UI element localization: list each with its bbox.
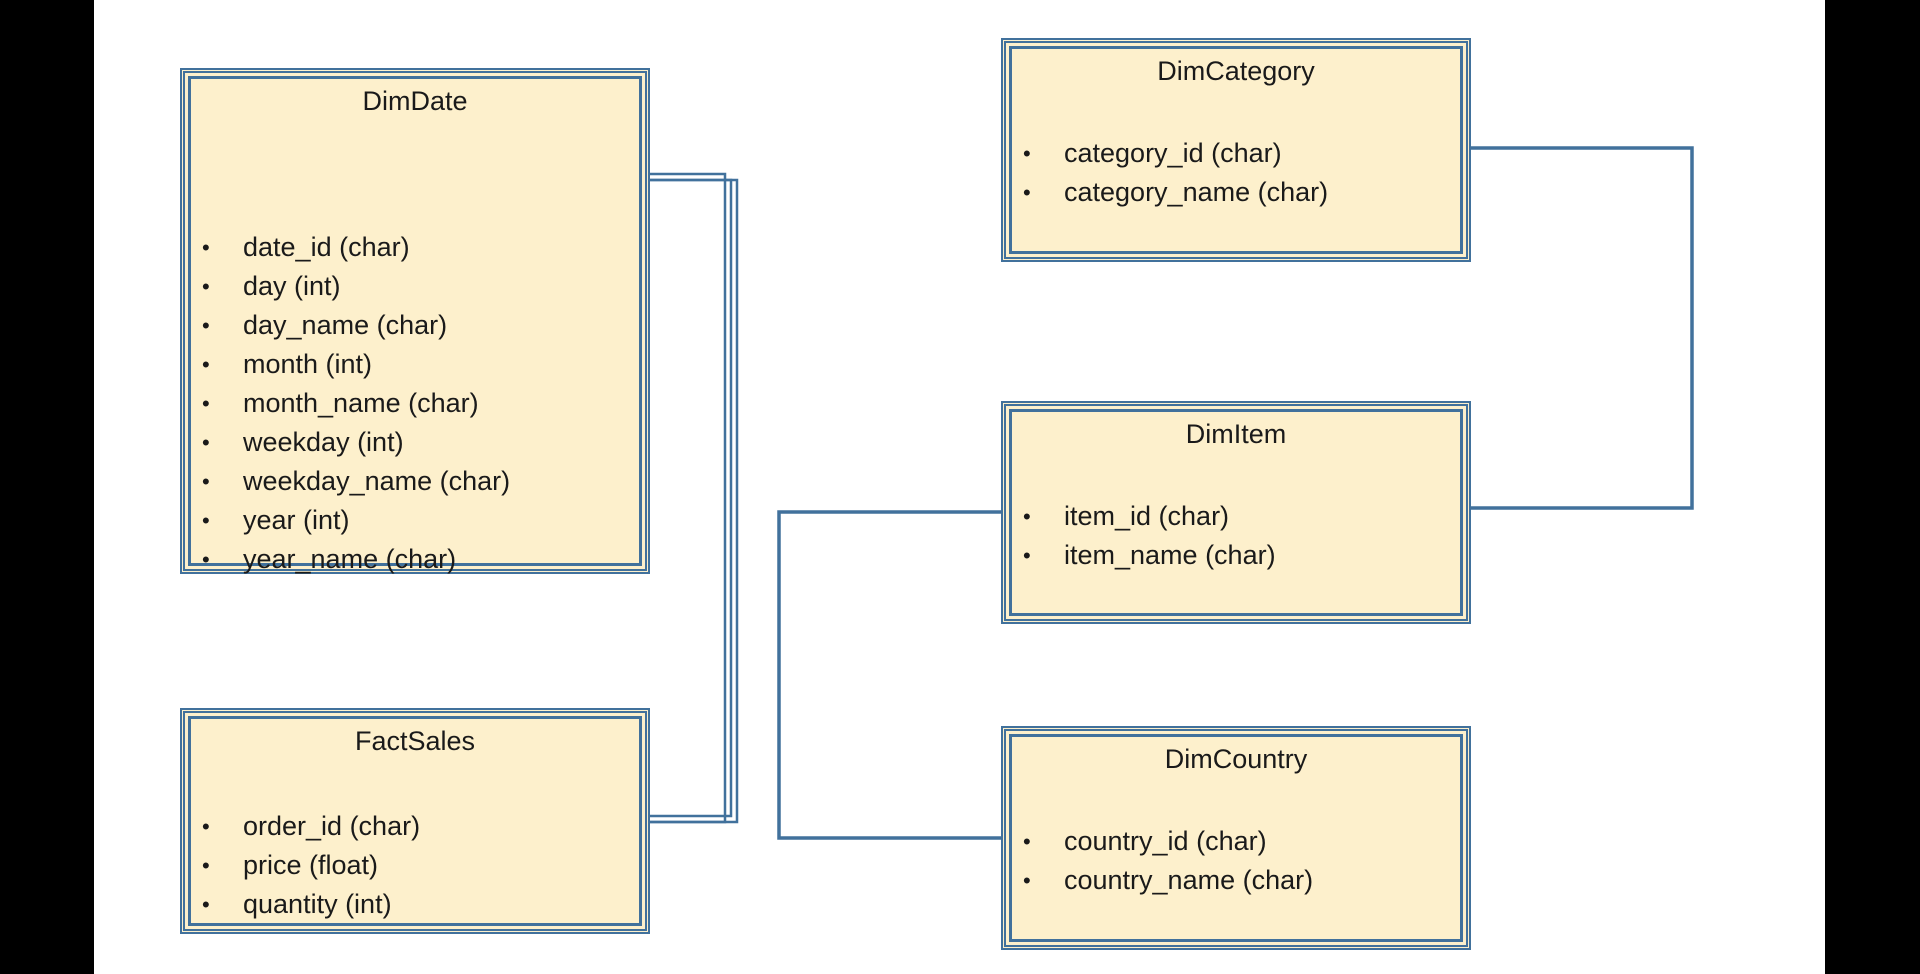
- field-item: • year_name (char): [185, 540, 645, 579]
- bullet-icon: •: [202, 274, 210, 299]
- entity-dimitem: DimItem • item_id (char) • item_name (char): [1001, 401, 1471, 624]
- bullet-icon: •: [1023, 180, 1031, 205]
- bullet-icon: •: [202, 352, 210, 377]
- field-label: weekday (int): [243, 427, 404, 457]
- field-label: year_name (char): [243, 544, 457, 574]
- field-label: item_name (char): [1064, 540, 1276, 570]
- field-item: • year (int): [185, 501, 645, 540]
- field-list: • item_id (char) • item_name (char): [1006, 497, 1466, 575]
- field-label: date_id (char): [243, 232, 410, 262]
- field-item: • weekday (int): [185, 423, 645, 462]
- bullet-icon: •: [202, 235, 210, 260]
- field-label: year (int): [243, 505, 350, 535]
- field-item: • country_id (char): [1006, 822, 1466, 861]
- field-item: • day_name (char): [185, 306, 645, 345]
- entity-inner-border: [188, 76, 642, 566]
- field-label: category_id (char): [1064, 138, 1282, 168]
- field-item: • date_id (char): [185, 228, 645, 267]
- bullet-icon: •: [1023, 141, 1031, 166]
- entity-dimcategory: DimCategory • category_id (char) • category…: [1001, 38, 1471, 262]
- field-item: • month (int): [185, 345, 645, 384]
- field-label: price (float): [243, 850, 379, 880]
- field-item: • item_id (char): [1006, 497, 1466, 536]
- field-label: item_id (char): [1064, 501, 1230, 531]
- entity-factsales: FactSales • order_id (char) • price (float)…: [180, 708, 650, 934]
- bullet-icon: •: [202, 313, 210, 338]
- field-item: • price (float): [185, 846, 645, 885]
- field-label: order_id (char): [243, 811, 421, 841]
- field-item: • month_name (char): [185, 384, 645, 423]
- field-item: • category_name (char): [1006, 173, 1466, 212]
- bullet-icon: •: [1023, 504, 1031, 529]
- field-label: country_name (char): [1064, 865, 1314, 895]
- field-item: • item_name (char): [1006, 536, 1466, 575]
- field-label: day (int): [243, 271, 341, 301]
- entity-inner-border: [1009, 409, 1463, 616]
- field-list: • category_id (char) • category_name (char): [1006, 134, 1466, 212]
- entity-title: DimItem: [1185, 419, 1287, 449]
- bullet-icon: •: [202, 430, 210, 455]
- entity-title: DimDate: [362, 86, 468, 116]
- field-label: month_name (char): [243, 388, 479, 418]
- field-label: weekday_name (char): [243, 466, 511, 496]
- field-label: quantity (int): [243, 889, 392, 919]
- bullet-icon: •: [1023, 543, 1031, 568]
- field-label: category_name (char): [1064, 177, 1329, 207]
- entity-dimdate: DimDate • date_id (char) • day (int) • day_na…: [180, 68, 650, 574]
- field-label: month (int): [243, 349, 373, 379]
- field-list: • date_id (char) • day (int) • day_name (char…: [185, 228, 645, 579]
- field-label: day_name (char): [243, 310, 448, 340]
- connector-dimcategory-dimitem: [1465, 146, 1694, 510]
- entity-inner-border: [1009, 734, 1463, 942]
- connector-dimitem-dimcountry: [777, 510, 1005, 840]
- entity-inner-border: [188, 716, 642, 926]
- bullet-icon: •: [202, 892, 210, 917]
- entity-title: DimCategory: [1157, 56, 1315, 86]
- field-item: • category_id (char): [1006, 134, 1466, 173]
- entity-inner-border: [1009, 46, 1463, 254]
- bullet-icon: •: [1023, 868, 1031, 893]
- bullet-icon: •: [202, 391, 210, 416]
- bullet-icon: •: [202, 547, 210, 572]
- field-item: • weekday_name (char): [185, 462, 645, 501]
- field-item: • quantity (int): [185, 885, 645, 924]
- entity-dimcountry: DimCountry • country_id (char) • country_na…: [1001, 726, 1471, 950]
- bullet-icon: •: [202, 853, 210, 878]
- bullet-icon: •: [202, 814, 210, 839]
- bullet-icon: •: [202, 508, 210, 533]
- bullet-icon: •: [1023, 829, 1031, 854]
- bullet-icon: •: [202, 469, 210, 494]
- entity-title: DimCountry: [1164, 744, 1308, 774]
- field-list: • country_id (char) • country_name (char): [1006, 822, 1466, 900]
- field-label: country_id (char): [1064, 826, 1267, 856]
- entity-title: FactSales: [354, 726, 476, 756]
- field-item: • country_name (char): [1006, 861, 1466, 900]
- field-item: • day (int): [185, 267, 645, 306]
- field-item: • order_id (char): [185, 807, 645, 846]
- field-list: • order_id (char) • price (float) • quantity …: [185, 807, 645, 924]
